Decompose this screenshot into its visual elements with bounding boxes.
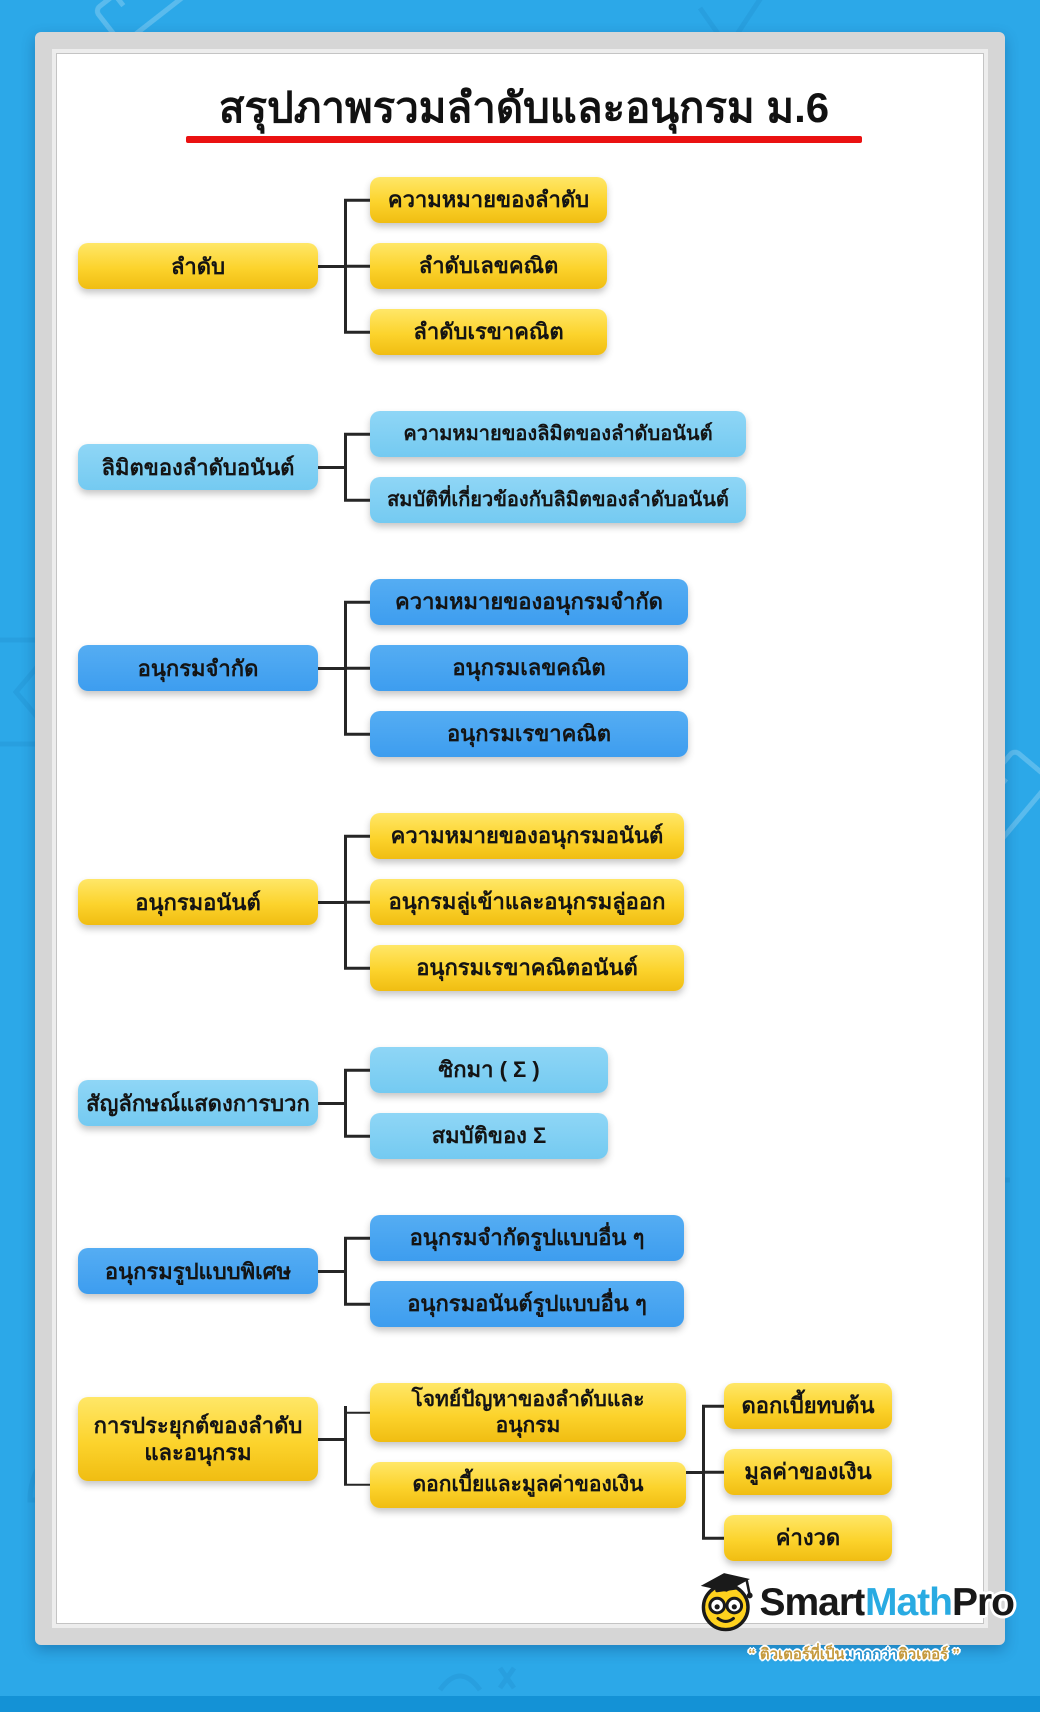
topic-group-finite-series: อนุกรมจำกัด ความหมายของอนุกรมจำกัด อนุกร…	[78, 579, 970, 758]
smartmathpro-logo: SmartMathPro “ ติวเตอร์ที่เป็นมากกว่าติว…	[694, 1566, 1015, 1666]
child-box: อนุกรมอนันต์รูปแบบอื่น ๆ	[370, 1281, 684, 1328]
child-box: สมบัติของ Σ	[370, 1113, 608, 1160]
parent-box-applications: การประยุกต์ของลำดับและอนุกรม	[78, 1397, 318, 1482]
child-box: ลำดับเลขคณิต	[370, 243, 607, 290]
topic-group-infinite-series: อนุกรมอนันต์ ความหมายของอนุกรมอนันต์ อนุ…	[78, 813, 970, 992]
title-underline	[186, 136, 862, 144]
child-box: อนุกรมลู่เข้าและอนุกรมลู่ออก	[370, 879, 684, 926]
parent-box-summation: สัญลักษณ์แสดงการบวก	[78, 1080, 318, 1127]
child-box: ลำดับเรขาคณิต	[370, 309, 607, 356]
topic-group-summation-symbol: สัญลักษณ์แสดงการบวก ซิกมา ( Σ ) สมบัติขอ…	[78, 1047, 970, 1160]
parent-box-special-series: อนุกรมรูปแบบพิเศษ	[78, 1248, 318, 1295]
child-box: โจทย์ปัญหาของลำดับและอนุกรม	[370, 1383, 686, 1442]
parent-box-finite-series: อนุกรมจำกัด	[78, 645, 318, 692]
child-box: สมบัติที่เกี่ยวข้องกับลิมิตของลำดับอนันต…	[370, 477, 746, 524]
subchild-box: มูลค่าของเงิน	[724, 1449, 892, 1496]
child-box: ความหมายของอนุกรมอนันต์	[370, 813, 684, 860]
topic-group-limit-of-infinite-sequence: ลิมิตของลำดับอนันต์ ความหมายของลิมิตของล…	[78, 411, 970, 524]
smartmathpro-mascot-icon	[700, 1573, 753, 1632]
connector-line	[318, 1270, 344, 1273]
connector-line	[318, 667, 344, 670]
child-box: ซิกมา ( Σ )	[370, 1047, 608, 1094]
subchild-box: ดอกเบี้ยทบต้น	[724, 1383, 892, 1430]
whiteboard: สรุปภาพรวมลำดับและอนุกรม ม.6 ลำดับ ความห…	[35, 32, 1005, 1645]
smartmathpro-wordmark: SmartMathPro	[759, 1581, 1015, 1624]
connector-line	[318, 1102, 344, 1105]
connector-line	[318, 1438, 344, 1441]
connector-line	[686, 1471, 702, 1474]
logo-tagline: “ ติวเตอร์ที่เป็นมากกว่าติวเตอร์ ”	[748, 1646, 960, 1663]
subchild-box: ค่างวด	[724, 1515, 892, 1562]
topic-group-applications: การประยุกต์ของลำดับและอนุกรม โจทย์ปัญหาข…	[78, 1383, 970, 1562]
parent-box-infinite-series: อนุกรมอนันต์	[78, 879, 318, 926]
connector-line	[318, 265, 344, 268]
page-title: สรุปภาพรวมลำดับและอนุกรม ม.6	[218, 84, 830, 131]
child-box: อนุกรมเรขาคณิต	[370, 711, 688, 758]
connector-line	[318, 901, 344, 904]
child-box: ความหมายของลำดับ	[370, 177, 607, 224]
topic-group-sequences: ลำดับ ความหมายของลำดับ ลำดับเลขคณิต ลำดั…	[78, 177, 970, 356]
child-box: ความหมายของอนุกรมจำกัด	[370, 579, 688, 626]
child-box: อนุกรมเลขคณิต	[370, 645, 688, 692]
child-box: อนุกรมเรขาคณิตอนันต์	[370, 945, 684, 992]
parent-box-sequences: ลำดับ	[78, 243, 318, 290]
child-box: ดอกเบี้ยและมูลค่าของเงิน	[370, 1461, 686, 1508]
parent-box-limit: ลิมิตของลำดับอนันต์	[78, 444, 318, 491]
child-box: อนุกรมจำกัดรูปแบบอื่น ๆ	[370, 1215, 684, 1262]
child-box: ความหมายของลิมิตของลำดับอนันต์	[370, 411, 746, 458]
connector-line	[318, 466, 344, 469]
topic-group-special-series: อนุกรมรูปแบบพิเศษ อนุกรมจำกัดรูปแบบอื่น …	[78, 1215, 970, 1328]
bottom-accent-band	[0, 1696, 1040, 1712]
